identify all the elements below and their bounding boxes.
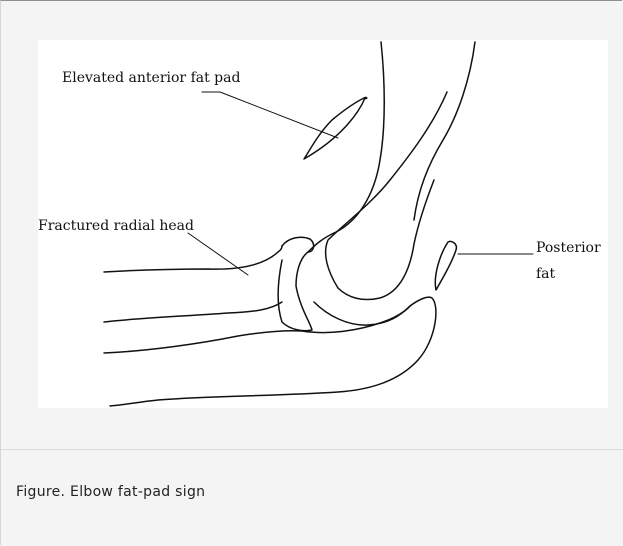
ulna-upper-edge bbox=[302, 306, 410, 333]
label-posterior-line1: Posterior bbox=[536, 241, 601, 255]
label-fractured-radial-head: Fractured radial head bbox=[38, 219, 194, 233]
elbow-diagram: Elevated anterior fat pad Fractured radi… bbox=[38, 40, 608, 408]
radial-head bbox=[278, 237, 313, 330]
figure-caption: Figure. Elbow fat-pad sign bbox=[16, 484, 205, 500]
label-posterior-line2: fat bbox=[536, 267, 555, 281]
olecranon-contour bbox=[110, 297, 436, 406]
ulna-lower-edge bbox=[104, 331, 302, 353]
trochlear-notch-line bbox=[314, 302, 410, 325]
radius-lower-edge bbox=[104, 302, 282, 322]
leader-anterior bbox=[202, 92, 338, 138]
label-anterior-fat-pad: Elevated anterior fat pad bbox=[62, 71, 240, 85]
capitellum-contour bbox=[338, 180, 434, 300]
posterior-fat-pad bbox=[435, 241, 456, 290]
caption-divider bbox=[1, 449, 623, 450]
radius-upper-edge bbox=[104, 246, 282, 272]
humerus-inner-contour bbox=[326, 92, 447, 288]
humerus-anterior-edge bbox=[308, 42, 384, 252]
humerus-posterior-edge bbox=[414, 42, 475, 220]
